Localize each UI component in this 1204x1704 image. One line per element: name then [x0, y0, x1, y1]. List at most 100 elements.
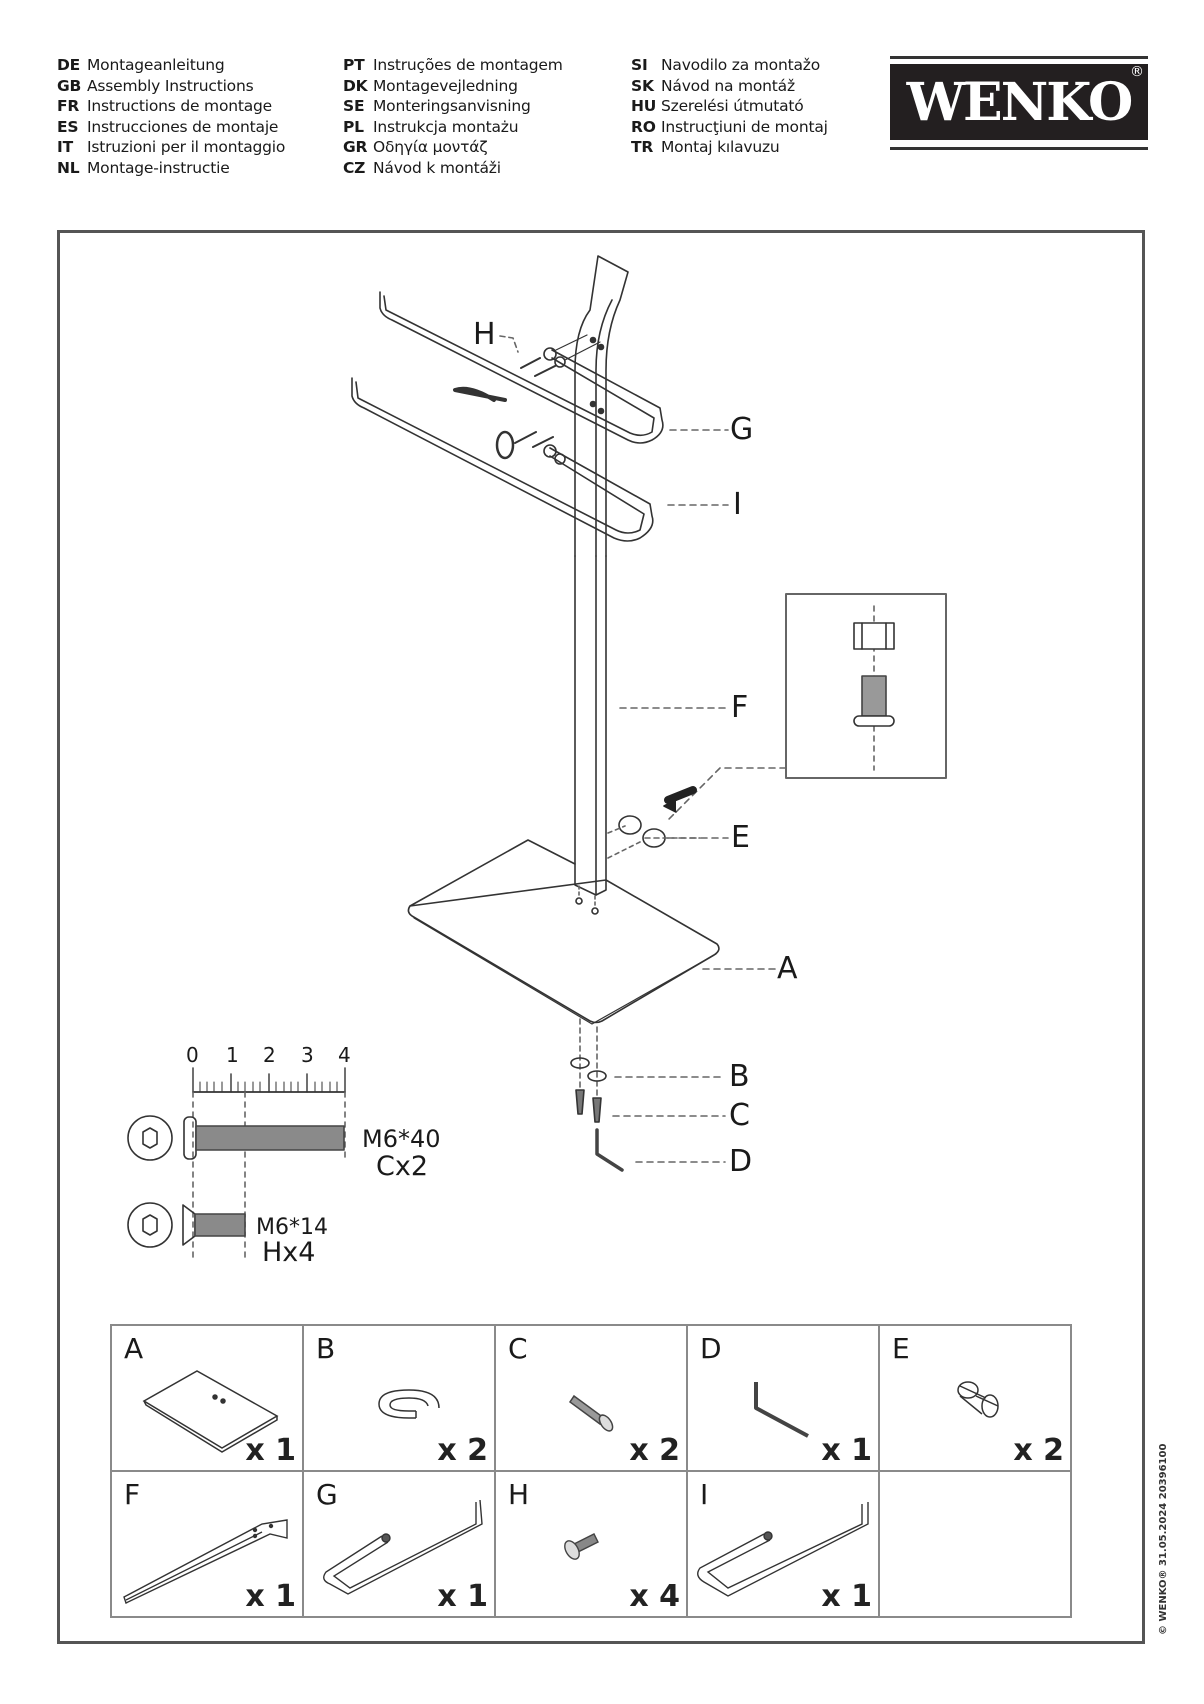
barrel-nuts-e-drawing: [607, 815, 701, 859]
callout-c: C: [729, 1098, 750, 1133]
scale-ruler: [192, 1067, 346, 1259]
base-plate-icon: [142, 1370, 279, 1453]
part-cell-d: D x 1: [686, 1324, 880, 1472]
part-letter: D: [700, 1332, 722, 1365]
language-code: GB: [57, 76, 82, 95]
logo-rule-bottom: [890, 147, 1148, 150]
language-title: Montageanleitung: [87, 56, 225, 74]
language-code: DE: [57, 56, 81, 74]
part-quantity: x 1: [245, 1433, 296, 1468]
rail-i-drawing: [351, 377, 654, 542]
part-letter: F: [124, 1478, 141, 1511]
callout-h: H: [473, 317, 496, 352]
language-title: Instructions de montage: [87, 97, 273, 116]
logo-box: [890, 64, 1148, 140]
language-title: Szerelési útmutató: [661, 97, 804, 116]
assembly-frame: [57, 230, 1145, 1644]
language-row: GR Οδηγία μοντάζ: [343, 137, 563, 158]
ruler-tick-label: 3: [301, 1043, 314, 1067]
part-quantity: x 1: [821, 1433, 872, 1468]
callout-b: B: [729, 1059, 750, 1094]
barrel-nut-icon: [957, 1381, 999, 1418]
part-cell-c: C x 2: [494, 1324, 688, 1472]
language-list-1: DE Montageanleitung GB Assembly Instructio…: [57, 55, 285, 179]
part-quantity: x 4: [629, 1579, 680, 1614]
language-code: DK: [343, 76, 368, 95]
language-list-2: PT Instruções de montagem DK Montagevejled…: [343, 55, 563, 179]
language-row: FR Instructions de montage: [57, 96, 285, 117]
pole-drawing: [574, 255, 629, 896]
part-cell-f: F x 1: [110, 1470, 304, 1618]
language-code: FR: [57, 97, 80, 116]
parts-row: A x 1 B x 2 C x 2 D x 1 E x 2: [110, 1324, 1072, 1472]
part-letter: A: [124, 1332, 144, 1365]
ruler-tick-label: 4: [338, 1043, 351, 1067]
language-row: DE Montageanleitung: [57, 55, 285, 76]
barrel-nut-detail-inset: [663, 593, 947, 821]
language-title: Istruzioni per il montaggio: [87, 138, 286, 157]
language-title: Montagevejledning: [373, 76, 518, 95]
language-code: SK: [631, 76, 654, 95]
logo-rule-top: [890, 56, 1148, 59]
language-title: Instrukcja montażu: [373, 117, 519, 136]
logo-wordmark: WENKO: [906, 72, 1134, 133]
callout-e: E: [731, 820, 750, 855]
part-quantity: x 2: [437, 1433, 488, 1468]
language-code: PT: [343, 56, 365, 74]
language-title: Montaj kılavuzu: [661, 138, 780, 157]
callout-g: G: [730, 412, 754, 447]
parts-row: F x 1 G x 1 H x 4 I x 1: [110, 1470, 1072, 1618]
language-title: Návod k montáži: [373, 158, 501, 177]
screws-h-drawing: [453, 357, 556, 460]
language-title: Instruções de montagem: [373, 56, 563, 74]
part-quantity: x 2: [1013, 1433, 1064, 1468]
language-title: Montage-instructie: [87, 158, 230, 177]
language-code: HU: [631, 97, 657, 116]
towel-rail-g-icon: [323, 1499, 483, 1595]
language-title: Assembly Instructions: [87, 76, 254, 95]
part-letter: B: [316, 1332, 336, 1365]
brand-logo: WENKO ®: [890, 56, 1148, 150]
language-code: TR: [631, 138, 654, 157]
language-title: Instrucciones de montaje: [87, 117, 279, 136]
language-row: GB Assembly Instructions: [57, 76, 285, 97]
rail-g-drawing: [379, 291, 664, 444]
screw-icon: [564, 1533, 599, 1560]
language-row: TR Montaj kılavuzu: [631, 137, 828, 158]
part-cell-b: B x 2: [302, 1324, 496, 1472]
part-letter: I: [700, 1478, 709, 1511]
language-row: PT Instruções de montagem: [343, 55, 563, 76]
language-title: Οδηγία μοντάζ: [373, 138, 488, 157]
language-code: SE: [343, 97, 365, 116]
language-row: SK Návod na montáž: [631, 76, 828, 97]
part-cell-i: I x 1: [686, 1470, 880, 1618]
language-code: CZ: [343, 158, 366, 177]
part-cell-g: G x 1: [302, 1470, 496, 1618]
ruler-tick-label: 0: [186, 1043, 199, 1067]
language-row: CZ Návod k montáži: [343, 158, 563, 179]
callout-d: D: [729, 1144, 753, 1179]
base-plate-drawing: [407, 839, 720, 1025]
bolt-icon: [568, 1394, 614, 1432]
towel-rail-i-icon: [697, 1502, 869, 1597]
part-cell-h: H x 4: [494, 1470, 688, 1618]
callout-i: I: [733, 487, 742, 522]
language-title: Návod na montáž: [661, 76, 795, 95]
part-cell-e: E x 2: [878, 1324, 1072, 1472]
screw-m6x14-drawing: [127, 1202, 246, 1248]
language-code: GR: [343, 138, 368, 157]
part-letter: H: [508, 1478, 530, 1511]
callout-f: F: [731, 690, 749, 725]
language-code: SI: [631, 56, 648, 74]
part-quantity: x 1: [821, 1579, 872, 1614]
ruler-tick-label: 1: [226, 1043, 239, 1067]
parts-list-table: A x 1 B x 2 C x 2 D x 1 E x 2 F x 1: [110, 1324, 1072, 1618]
language-row: DK Montagevejledning: [343, 76, 563, 97]
bolt-size-label: M6*40: [362, 1125, 441, 1153]
